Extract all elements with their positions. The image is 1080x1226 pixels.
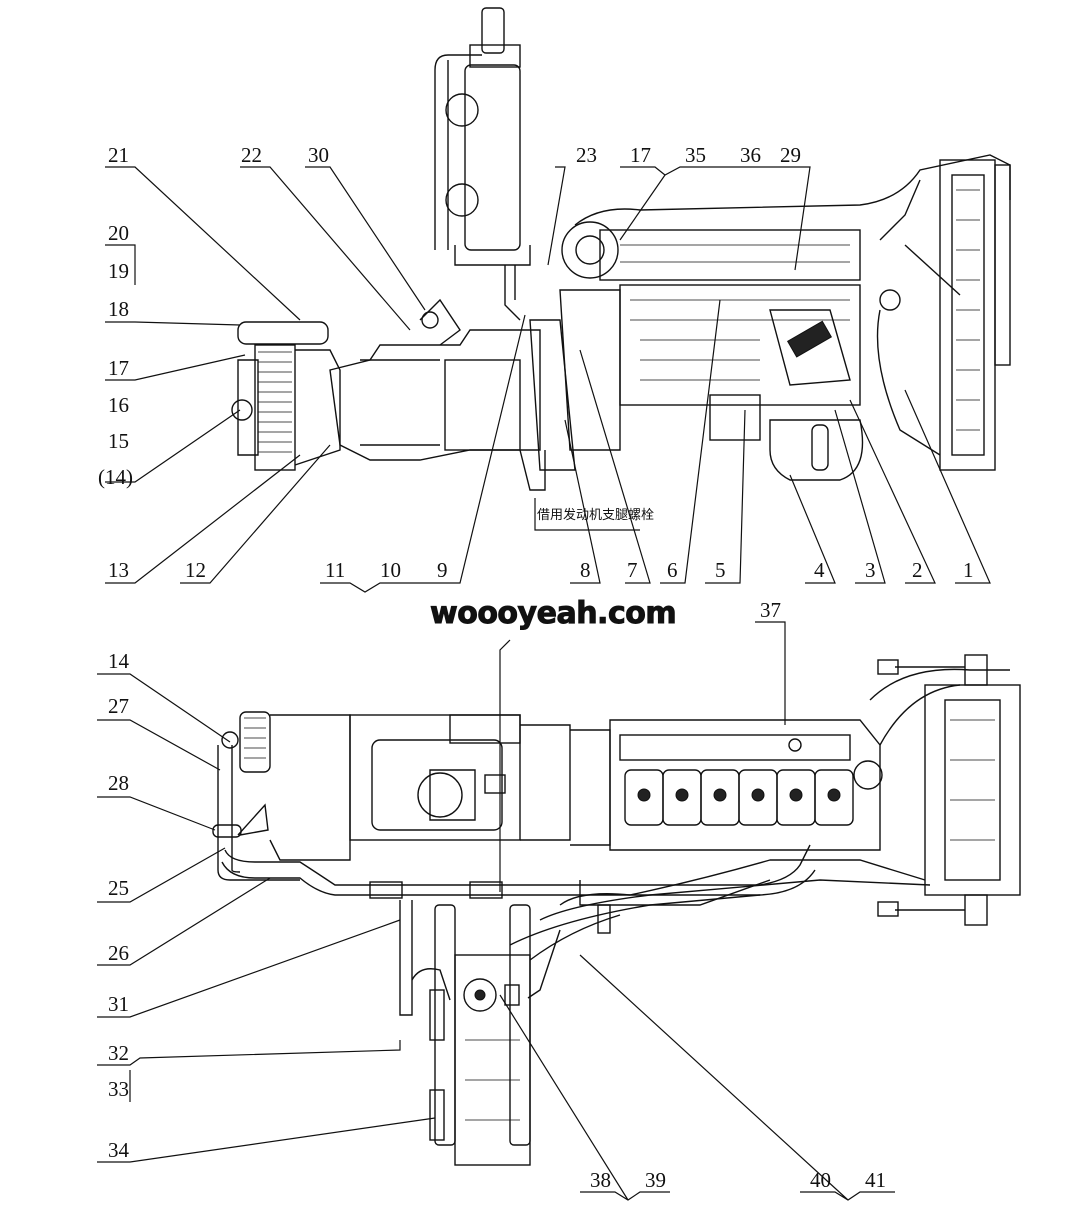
callout-13: 13 — [108, 558, 129, 582]
callout-33: 33 — [108, 1077, 129, 1101]
callout-19: 19 — [108, 259, 129, 283]
callout-25: 25 — [108, 876, 129, 900]
top-view — [105, 7, 1011, 593]
callout-1: 1 — [963, 558, 974, 582]
callout-17-left: 17 — [108, 356, 129, 380]
top-cooler-stack — [434, 7, 531, 321]
engine-leg-bolt-note: 借用发动机支腿螺栓 — [537, 507, 654, 523]
callout-8: 8 — [580, 558, 591, 582]
callout-labels: 21 22 30 23 17 35 36 29 20 19 18 17 16 1… — [98, 143, 974, 1192]
callout-38: 38 — [590, 1168, 611, 1192]
callout-10: 10 — [380, 558, 401, 582]
callout-9: 9 — [437, 558, 448, 582]
callout-23: 23 — [576, 143, 597, 167]
callout-5: 5 — [715, 558, 726, 582]
bottom-hoses — [221, 844, 931, 1016]
top-radiator — [904, 159, 1011, 471]
callout-16: 16 — [108, 393, 129, 417]
callout-14: 14 — [108, 649, 130, 673]
callout-17-top: 17 — [630, 143, 651, 167]
bottom-leader-lines — [97, 621, 895, 1201]
callout-27: 27 — [108, 694, 129, 718]
callout-22: 22 — [241, 143, 262, 167]
bottom-pump-cluster — [212, 711, 351, 881]
callout-41: 41 — [865, 1168, 886, 1192]
top-pump-cluster — [231, 321, 341, 471]
callout-35: 35 — [685, 143, 706, 167]
cylinder-heads — [624, 769, 854, 826]
callout-39: 39 — [645, 1168, 666, 1192]
callout-34: 34 — [108, 1138, 130, 1162]
callout-4: 4 — [814, 558, 825, 582]
callout-12: 12 — [185, 558, 206, 582]
callout-37: 37 — [760, 598, 781, 622]
callout-7: 7 — [627, 558, 638, 582]
callout-29: 29 — [780, 143, 801, 167]
callout-32: 32 — [108, 1041, 129, 1065]
callout-21: 21 — [108, 143, 129, 167]
bottom-radiator — [877, 654, 1021, 926]
callout-15: 15 — [108, 429, 129, 453]
bottom-fan-module — [429, 904, 531, 1166]
callout-3: 3 — [865, 558, 876, 582]
callout-14-paren: (14) — [98, 465, 133, 489]
watermark-text: woooyeah.com — [429, 596, 677, 632]
callout-20: 20 — [108, 221, 129, 245]
top-engine — [559, 154, 1011, 481]
callout-31: 31 — [108, 992, 129, 1016]
callout-30: 30 — [308, 143, 329, 167]
top-transmission — [329, 298, 576, 491]
callout-28: 28 — [108, 771, 129, 795]
callout-2: 2 — [912, 558, 923, 582]
top-leader-lines — [105, 166, 991, 593]
bottom-view — [97, 621, 1021, 1201]
callout-36: 36 — [740, 143, 761, 167]
callout-40: 40 — [810, 1168, 831, 1192]
callout-11: 11 — [325, 558, 345, 582]
bottom-transmission — [349, 714, 611, 846]
callout-18: 18 — [108, 297, 129, 321]
callout-6: 6 — [667, 558, 678, 582]
callout-26: 26 — [108, 941, 129, 965]
